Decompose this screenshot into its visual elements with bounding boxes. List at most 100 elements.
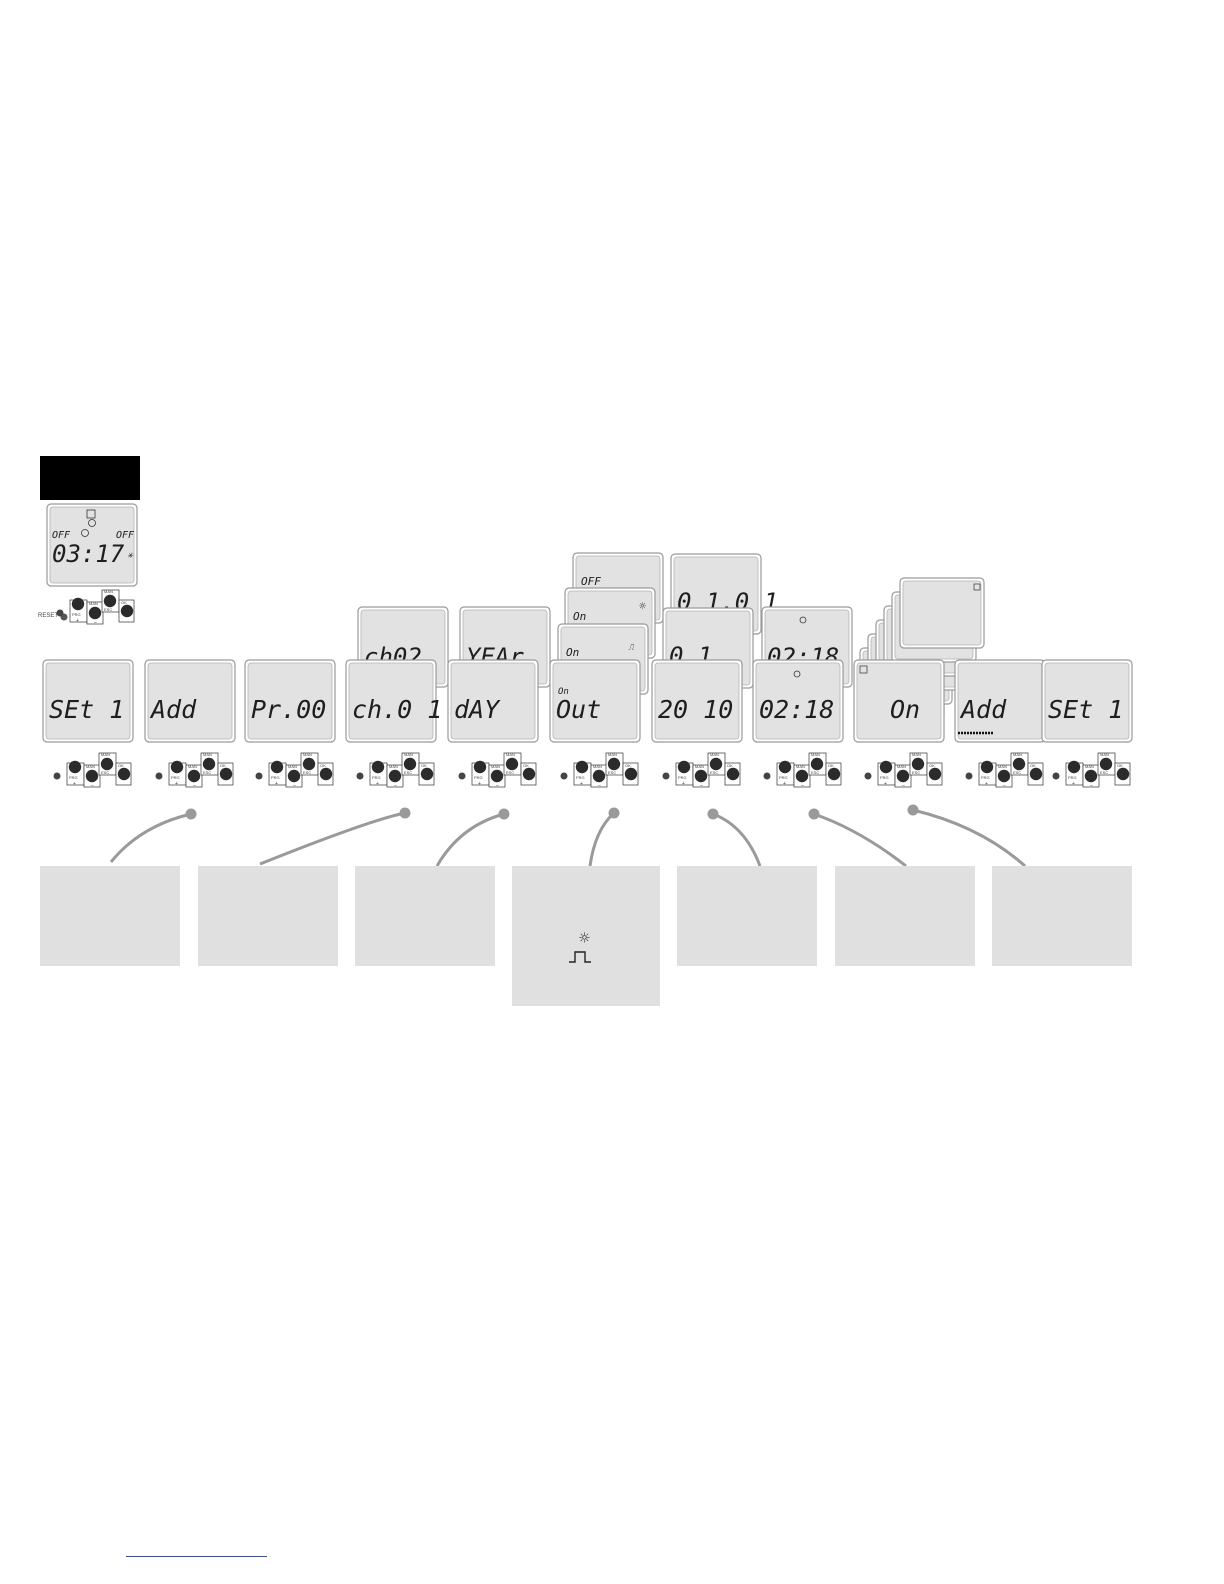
step-9-keypad-esc-button[interactable] [911,757,925,771]
step-6-keypad-man-button[interactable] [592,769,606,783]
step-6-keypad-esc-button[interactable] [607,757,621,771]
footer-link[interactable] [126,1556,267,1557]
step-3-keypad-ok-button[interactable] [319,767,333,781]
step-11-keypad-esc-button[interactable] [1099,757,1113,771]
step-6-stack-0-text: OFF [581,575,601,588]
step-5-keypad-prg-label: PRG [474,775,483,780]
step-10-keypad-plus-label: + [985,781,988,787]
step-3-keypad-man-button[interactable] [287,769,301,783]
callout-box-3-bg [355,866,495,966]
step-4-keypad-ok-button[interactable] [420,767,434,781]
step-1-keypad-minus-label: – [91,783,94,789]
step-1-lcd-face [45,662,131,740]
step-6-keypad-ok-button[interactable] [624,767,638,781]
step-10-keypad-prg-button[interactable] [980,760,994,774]
step-3-keypad-minus-label: – [293,783,296,789]
step-1-keypad-prg-label: PRG [69,775,78,780]
pulse-icon: ⎍ [628,643,635,653]
step-10-keypad-indicator-dot [965,772,973,780]
step-11-keypad-prg-label: PRG [1068,775,1077,780]
step-1-lcd: SEt 1 [42,659,134,743]
step-11-keypad-indicator-dot [1052,772,1060,780]
step-4-keypad-esc-button[interactable] [403,757,417,771]
connector-line-2 [259,811,406,866]
step-4-keypad-man-button[interactable] [388,769,402,783]
step-1-keypad-man-button[interactable] [85,769,99,783]
step-8-keypad-plus-label: + [783,781,786,787]
step-5-keypad-prg-button[interactable] [473,760,487,774]
step-1-keypad-prg-button[interactable] [68,760,82,774]
step-7-lcd: 20 10 [651,659,743,743]
step-6-keypad-esc-label: ESC [608,770,616,775]
step-7-keypad-man-button[interactable] [694,769,708,783]
step-1-keypad-esc-label: ESC [101,770,109,775]
step-3-keypad-man2-label: MAN [303,752,312,757]
step-10-keypad-ok-button[interactable] [1029,767,1043,781]
step-3-keypad-prg-button[interactable] [270,760,284,774]
step-6-keypad-prg-button[interactable] [575,760,589,774]
step-2-keypad-ok-button[interactable] [219,767,233,781]
step-5-keypad-ok-button[interactable] [522,767,536,781]
step-7-keypad-prg-label: PRG [678,775,687,780]
step-7-keypad-prg-button[interactable] [677,760,691,774]
step-1-keypad-ok-label: OK [118,763,124,768]
step-9-display-text: On [890,695,920,724]
step-7-lcd-face [654,662,740,740]
step-8-lcd-face [755,662,841,740]
step-1-keypad-ok-button[interactable] [117,767,131,781]
step-5-lcd-face [450,662,536,740]
step-7-keypad-esc-button[interactable] [709,757,723,771]
step-10-keypad-man-button[interactable] [997,769,1011,783]
step-10-display-text: Add [959,695,1007,724]
step-8-keypad-esc-button[interactable] [810,757,824,771]
step-5-keypad-man2-label: MAN [506,752,515,757]
step-9-keypad-ok-label: OK [929,763,935,768]
step-10-keypad-esc-button[interactable] [1012,757,1026,771]
step-5-keypad-man-button[interactable] [490,769,504,783]
step-2-keypad-man-button[interactable] [187,769,201,783]
step-5-keypad-man-label: MAN [491,764,500,769]
step-8-keypad-prg-button[interactable] [778,760,792,774]
initial-keypad-man2-label: MAN [104,589,113,594]
step-2-keypad-prg-button[interactable] [170,760,184,774]
clock-icon [88,519,96,527]
step-7-keypad-ok-button[interactable] [726,767,740,781]
step-8-lcd: 02:18 [752,659,844,743]
initial-keypad-prg-button[interactable] [71,597,85,611]
step-4-keypad-prg-button[interactable] [371,760,385,774]
step-8-keypad-ok-label: OK [828,763,834,768]
step-9-keypad-man-button[interactable] [896,769,910,783]
step-2-keypad-prg-label: PRG [171,775,180,780]
step-11-keypad-man-button[interactable] [1084,769,1098,783]
step-5-keypad-esc-button[interactable] [505,757,519,771]
step-4-keypad-indicator-dot [356,772,364,780]
callout-box-6 [835,866,975,966]
step-8-keypad-ok-button[interactable] [827,767,841,781]
initial-keypad-man-button[interactable] [88,606,102,620]
connector-line-3 [435,812,505,867]
step-3-keypad-esc-button[interactable] [302,757,316,771]
step-4-keypad-esc-label: ESC [404,770,412,775]
initial-right-label: OFF [116,530,135,541]
initial-keypad-esc-button[interactable] [103,594,117,608]
step-2-lcd: Add [144,659,236,743]
step-9-keypad-ok-button[interactable] [928,767,942,781]
step-6-stack-2-text: On [566,646,579,659]
step-1-keypad-plus-label: + [73,781,76,787]
step-4-keypad-minus-label: – [394,783,397,789]
step-9-keypad-prg-button[interactable] [879,760,893,774]
step-2-keypad-esc-button[interactable] [202,757,216,771]
sun-icon: ☼ [579,928,590,949]
step-8-keypad-man-button[interactable] [795,769,809,783]
step-7-keypad-plus-label: + [682,781,685,787]
step-11-keypad-prg-button[interactable] [1067,760,1081,774]
initial-keypad-ok-label: OK [121,600,127,605]
step-11-keypad-ok-button[interactable] [1116,767,1130,781]
callout-box-3 [355,866,495,966]
initial-keypad-man-label: MAN [89,601,98,606]
step-5-keypad-indicator-dot [458,772,466,780]
step-1-keypad-esc-button[interactable] [100,757,114,771]
initial-keypad-ok-button[interactable] [120,604,134,618]
step-5-keypad-ok-label: OK [523,763,529,768]
